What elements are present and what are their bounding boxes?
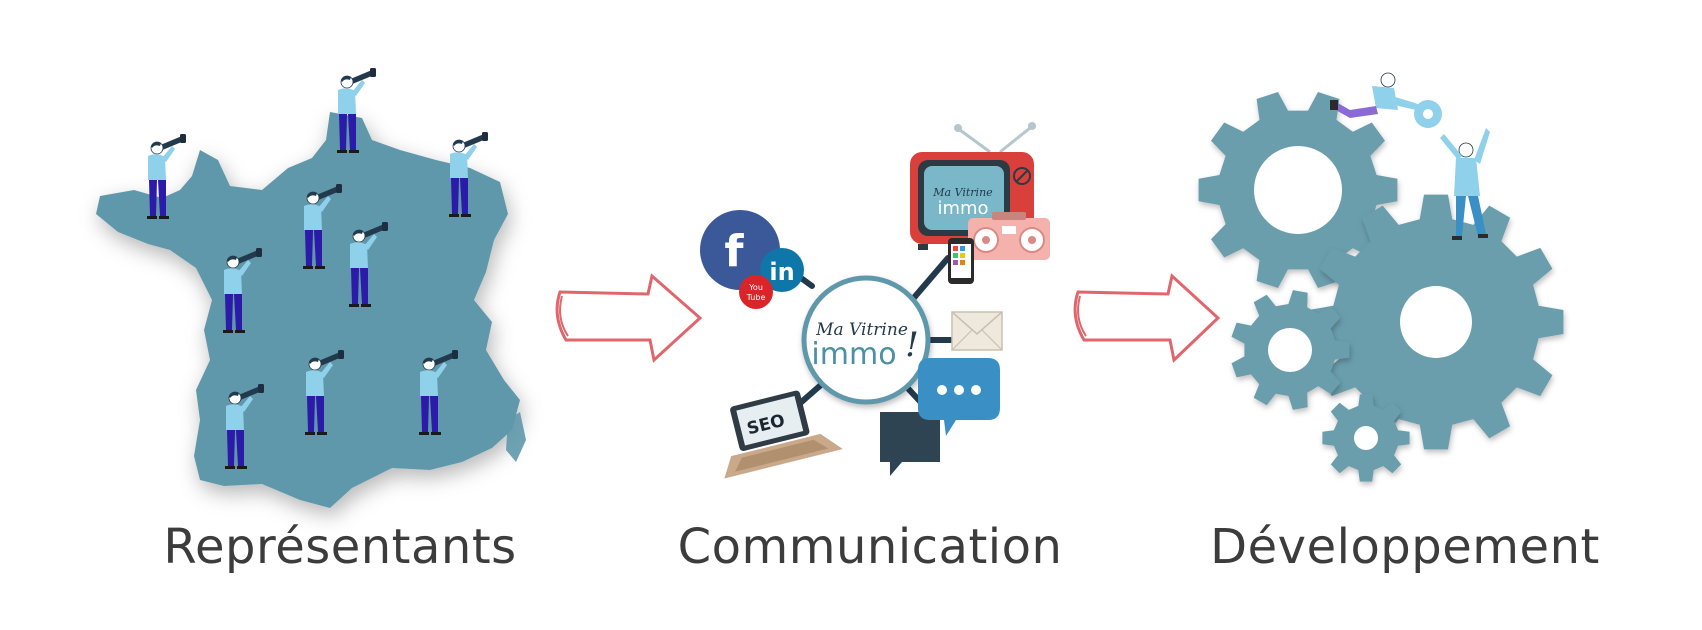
hub-logo: Ma Vitrine immo !: [801, 275, 931, 405]
tv-logo-line2: immo: [937, 198, 988, 219]
gear-hole: [1400, 286, 1472, 358]
chat-icon: [880, 358, 1000, 476]
laptop-seo-icon: SEO: [724, 390, 843, 479]
worker-climbing: [1330, 72, 1418, 118]
gear-hole: [1268, 328, 1312, 372]
gears: [1198, 92, 1564, 482]
caption-developpement: Développement: [1210, 519, 1600, 575]
hub-logo-line1: Ma Vitrine: [815, 320, 908, 340]
small-gear-carried: [1414, 100, 1442, 128]
smartphone-icon: [948, 238, 974, 284]
caption-communication: Communication: [677, 519, 1063, 575]
social-icons: f in You Tube: [700, 210, 804, 309]
arrow-right-2: [1073, 273, 1221, 363]
envelope-icon: [951, 311, 1003, 351]
caption-representants: Représentants: [163, 519, 517, 575]
facebook-icon-letter: f: [724, 226, 744, 277]
linkedin-icon: [760, 248, 804, 292]
france-map: [96, 112, 526, 508]
youtube-icon-top: You: [748, 283, 763, 292]
tv-logo-line1: Ma Vitrine: [932, 186, 993, 199]
linkedin-icon-letters: in: [769, 258, 794, 286]
radio-icon: [968, 212, 1050, 260]
hub-logo-line2: immo: [811, 337, 896, 372]
worker-standing: [1440, 128, 1490, 240]
arrow-right-1: [555, 273, 703, 363]
youtube-icon-bottom: Tube: [746, 293, 766, 302]
hub-logo-mark: !: [905, 325, 919, 365]
youtube-icon: [739, 275, 773, 309]
gear-workers: [1330, 72, 1490, 240]
gear-hole: [1254, 146, 1342, 234]
gear-hole: [1354, 426, 1378, 450]
